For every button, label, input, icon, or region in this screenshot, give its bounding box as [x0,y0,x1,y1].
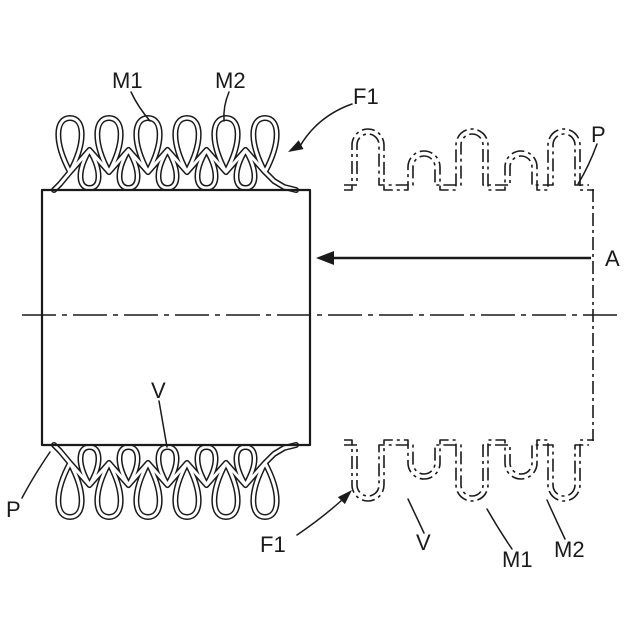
label-f1-bottom: F1 [260,532,286,557]
label-m2-top: M2 [215,68,246,93]
label-v-bottom: V [416,530,431,555]
phantom-band-top [343,128,595,191]
coil-band-top [54,118,296,190]
label-f1-top: F1 [353,84,379,109]
cylinder-body [40,188,312,447]
leader-f1-bottom-arrowhead-icon [337,490,352,505]
assembly-arrowhead-icon [316,251,334,265]
label-p-top-right: P [591,122,606,147]
label-m1-bottom: M1 [502,547,533,572]
leader-m2-bottom [546,499,566,540]
leader-v-left [158,400,168,448]
phantom-band-bottom [343,439,595,502]
leader-p-top-right [577,143,598,185]
leader-m1-top [130,91,151,122]
leader-f1-top-arrowhead-icon [288,140,304,152]
leader-m2-top [223,91,230,122]
label-v-left: V [151,378,166,403]
leader-f1-bottom [296,499,343,536]
label-m1-top: M1 [112,68,143,93]
leader-m1-bottom [486,508,513,550]
label-p-bottom-left: P [6,497,21,522]
leader-p-bottom-left [21,451,51,499]
coil-band-bottom [54,445,296,517]
leader-f1-top [299,103,353,147]
label-m2-bottom: M2 [554,537,585,562]
label-a: A [605,246,620,271]
leader-v-bottom [407,498,425,534]
